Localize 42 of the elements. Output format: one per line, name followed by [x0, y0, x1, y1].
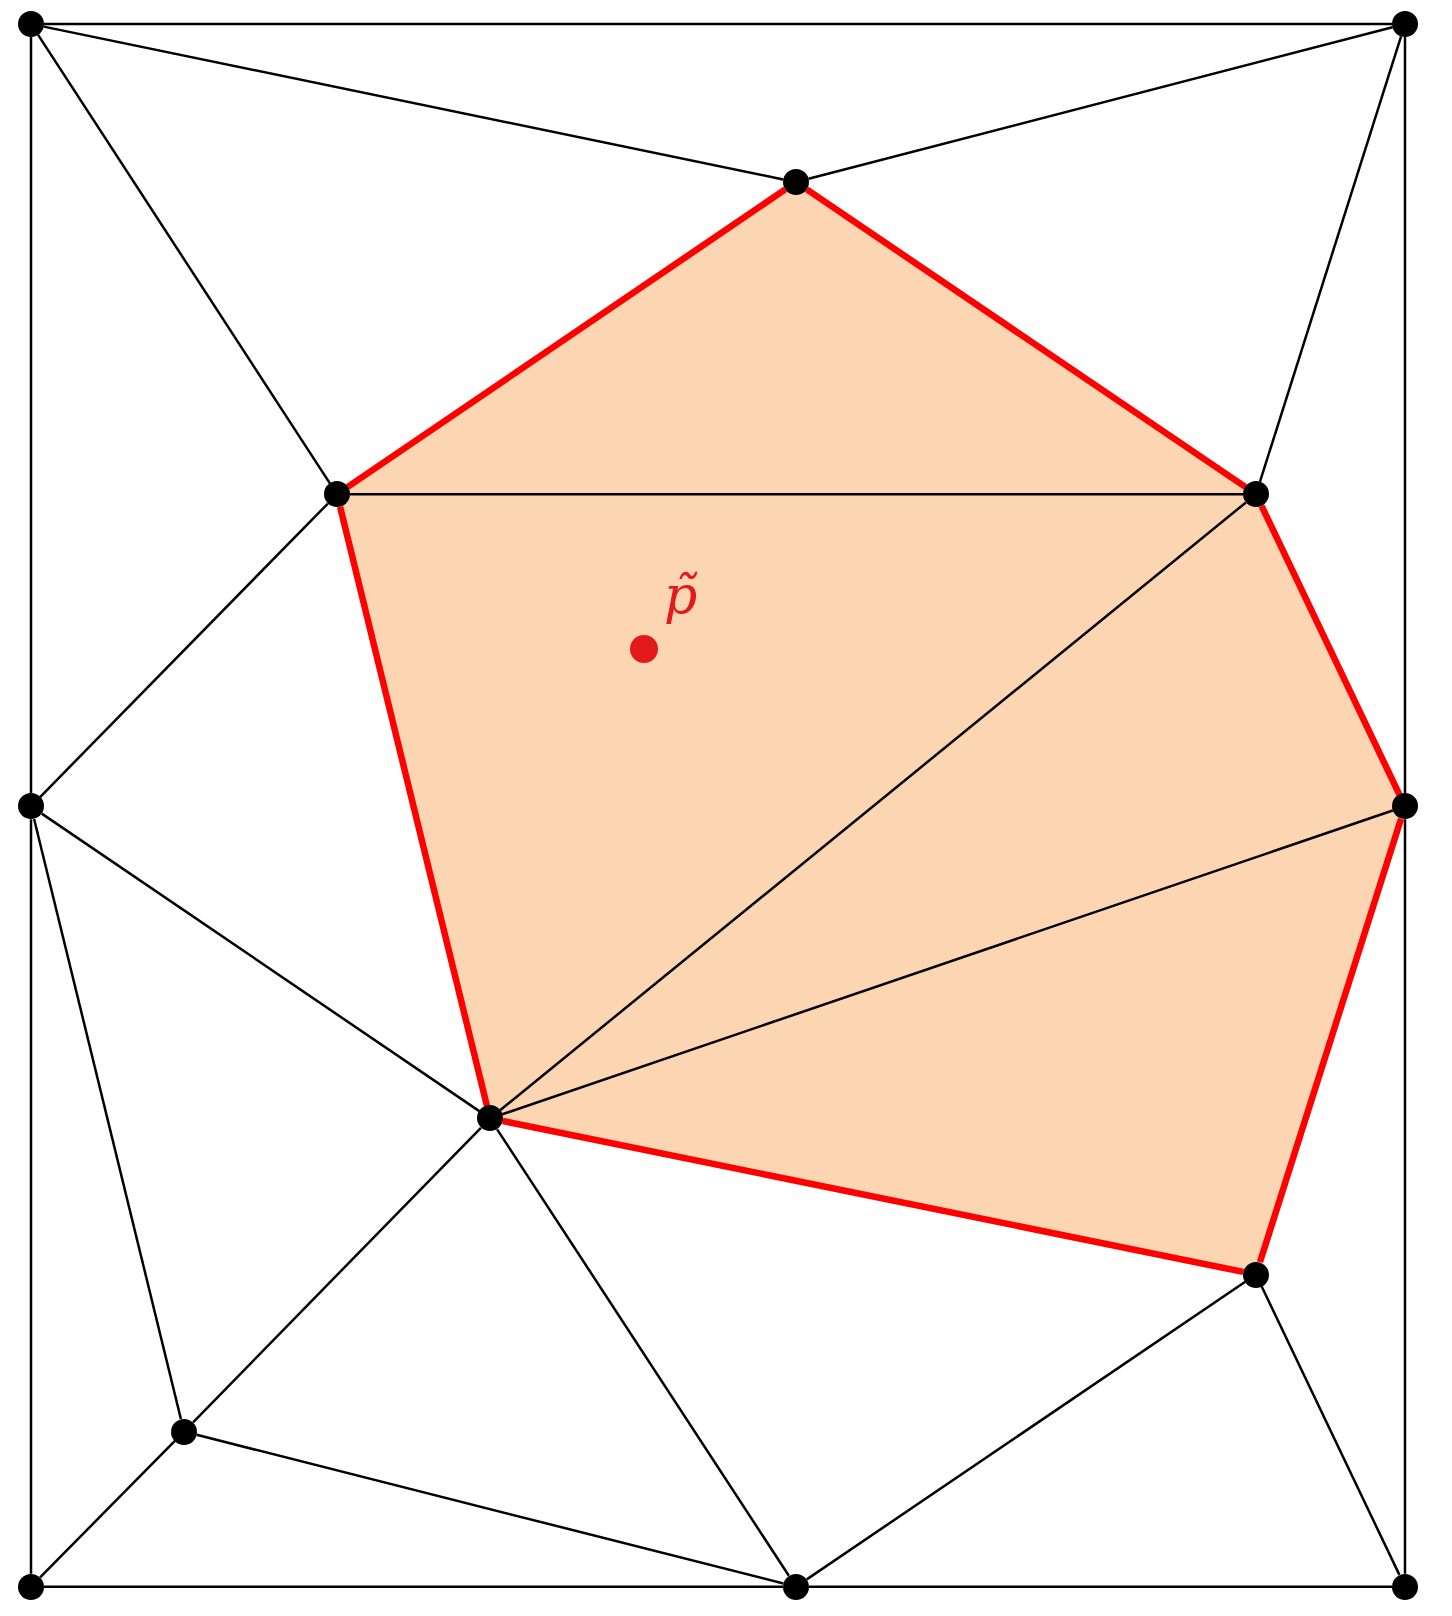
edge-line [1258, 36, 1403, 483]
vertex-dot [1392, 11, 1418, 37]
edge-line [496, 1128, 790, 1577]
edge-line [808, 26, 1393, 181]
edge-line [39, 1439, 176, 1579]
edge-line [499, 501, 1247, 1112]
edge-line [806, 1280, 1246, 1581]
highlighted-edge [804, 186, 1248, 490]
highlighted-edge [502, 1117, 1244, 1276]
edge-line [44, 22, 1392, 26]
vertex-dot [1392, 1573, 1418, 1600]
edge-line [192, 1126, 482, 1424]
highlighted-edge [345, 186, 788, 490]
edge-line [32, 818, 183, 1420]
edge-line [41, 812, 480, 1113]
edge-line [196, 1433, 784, 1585]
vertex-dot [171, 1418, 197, 1445]
vertex-dot [18, 11, 44, 37]
edge-line [350, 492, 1243, 496]
edge-line [501, 809, 1394, 1116]
edge-line [1403, 819, 1407, 1574]
edge-line [44, 1585, 783, 1588]
edge-line [1403, 37, 1407, 794]
vertex-dot [18, 1573, 44, 1600]
edge-line [43, 25, 784, 181]
vertex-dot [18, 793, 44, 820]
highlighted-edge [1258, 504, 1403, 796]
vertex-dot [783, 169, 809, 196]
edge-line [29, 819, 33, 1574]
edge-line [809, 1585, 1392, 1588]
edge-line [37, 34, 331, 484]
highlighted-edge [336, 506, 491, 1107]
edge-line [39, 502, 329, 798]
highlighted-edge [1256, 817, 1405, 1264]
vertex-dot [477, 1105, 503, 1132]
vertex-dot [783, 1573, 809, 1600]
edge-line [1260, 1285, 1401, 1576]
vertex-dot [1243, 481, 1269, 508]
vertex-dot [1392, 793, 1418, 820]
edge-line [29, 37, 33, 794]
vertex-dot [324, 481, 350, 508]
point-label: p̃ [664, 569, 698, 622]
